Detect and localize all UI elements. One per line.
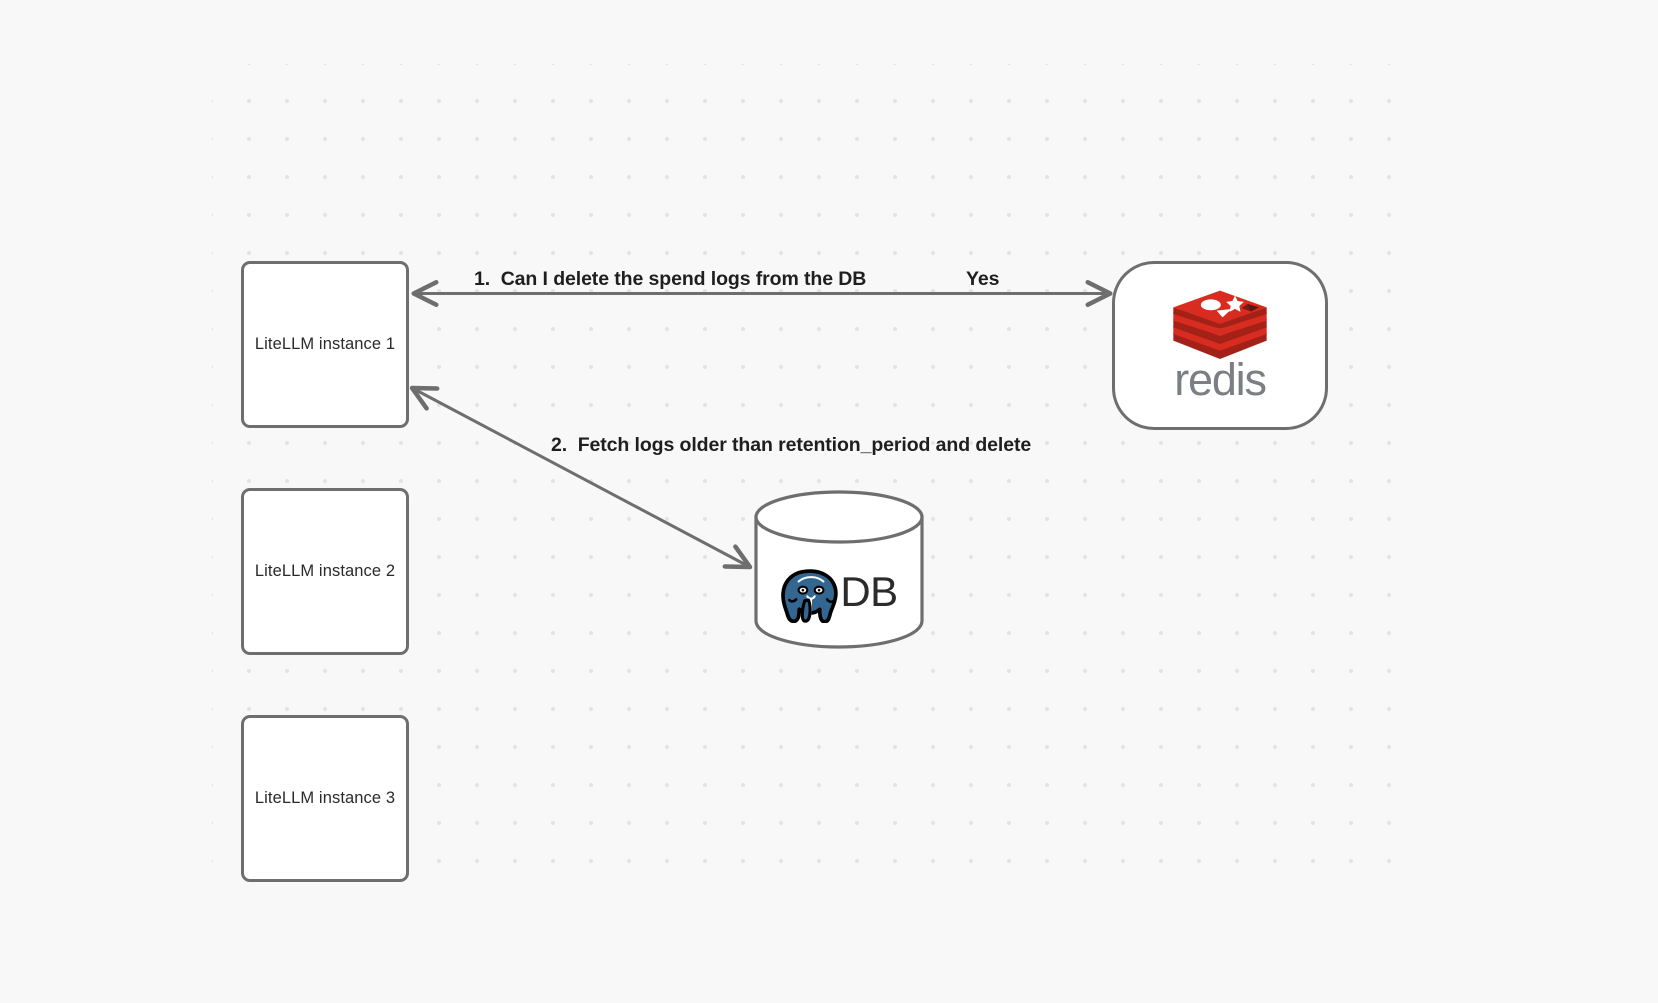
node-litellm-instance-2[interactable]: LiteLLM instance 2 [241,488,409,655]
node-label: LiteLLM instance 1 [254,334,396,353]
edge-label-step-2: 2. Fetch logs older than retention_perio… [551,434,1032,456]
node-label: LiteLLM instance 2 [254,561,396,580]
node-label: LiteLLM instance 3 [254,788,396,807]
edge-label-redis-reply: Yes [966,268,1000,290]
node-litellm-instance-3[interactable]: LiteLLM instance 3 [241,715,409,882]
redis-logo-icon [1173,290,1267,359]
node-litellm-instance-1[interactable]: LiteLLM instance 1 [241,261,409,428]
node-redis[interactable]: redis [1112,261,1328,430]
edge-db-to-llm1 [409,385,753,570]
edge-label-step-1: 1. Can I delete the spend logs from the … [474,268,867,290]
postgresql-elephant-icon [781,569,838,623]
redis-wordmark: redis [1174,354,1267,405]
node-database[interactable]: DB [753,489,925,649]
database-label: DB [840,568,898,615]
